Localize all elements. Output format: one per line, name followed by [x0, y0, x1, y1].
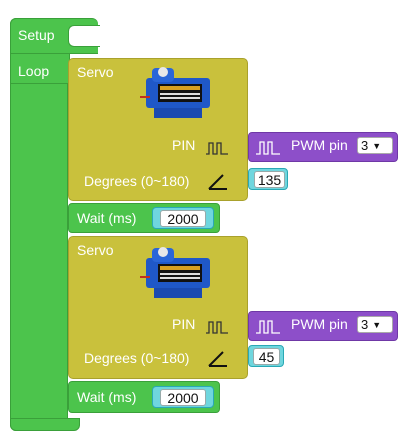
- angle-icon: [207, 349, 229, 369]
- servo-motor-icon: [138, 244, 218, 304]
- servo-title-1: Servo: [77, 64, 114, 80]
- servo-pin-label-1: PIN: [172, 137, 196, 153]
- pwm-pin-value-2: 3: [361, 317, 369, 332]
- chevron-down-icon: ▼: [372, 320, 382, 330]
- pulse-wave-icon: [205, 320, 229, 334]
- degrees-input-1[interactable]: 135: [254, 171, 285, 188]
- loop-footer: [10, 418, 80, 431]
- wait-label-2: Wait (ms): [77, 389, 137, 405]
- servo-pin-label-2: PIN: [172, 316, 196, 332]
- angle-icon: [207, 172, 229, 192]
- pwm-pin-dropdown-1[interactable]: 3▼: [357, 137, 393, 154]
- setup-loop-block[interactable]: [10, 18, 68, 431]
- pulse-wave-icon: [255, 140, 281, 156]
- loop-label: Loop: [18, 63, 50, 79]
- servo-motor-icon: [138, 64, 218, 124]
- pulse-wave-icon: [205, 141, 229, 155]
- loop-header: [10, 54, 70, 84]
- servo-degrees-label-1: Degrees (0~180): [84, 173, 190, 189]
- pwm-pin-dropdown-2[interactable]: 3▼: [357, 316, 393, 333]
- pwm-pin-value-1: 3: [361, 138, 369, 153]
- wait-input-2[interactable]: 2000: [160, 389, 206, 406]
- servo-degrees-label-2: Degrees (0~180): [84, 350, 190, 366]
- servo-title-2: Servo: [77, 242, 114, 258]
- pulse-wave-icon: [255, 319, 281, 335]
- degrees-input-2[interactable]: 45: [253, 348, 280, 365]
- wait-label-1: Wait (ms): [77, 210, 137, 226]
- wait-input-1[interactable]: 2000: [160, 210, 206, 227]
- setup-empty-slot: [68, 25, 100, 47]
- chevron-down-icon: ▼: [372, 141, 382, 151]
- pwm-pin-label-1: PWM pin: [291, 137, 348, 153]
- setup-label: Setup: [18, 27, 55, 43]
- pwm-pin-label-2: PWM pin: [291, 316, 348, 332]
